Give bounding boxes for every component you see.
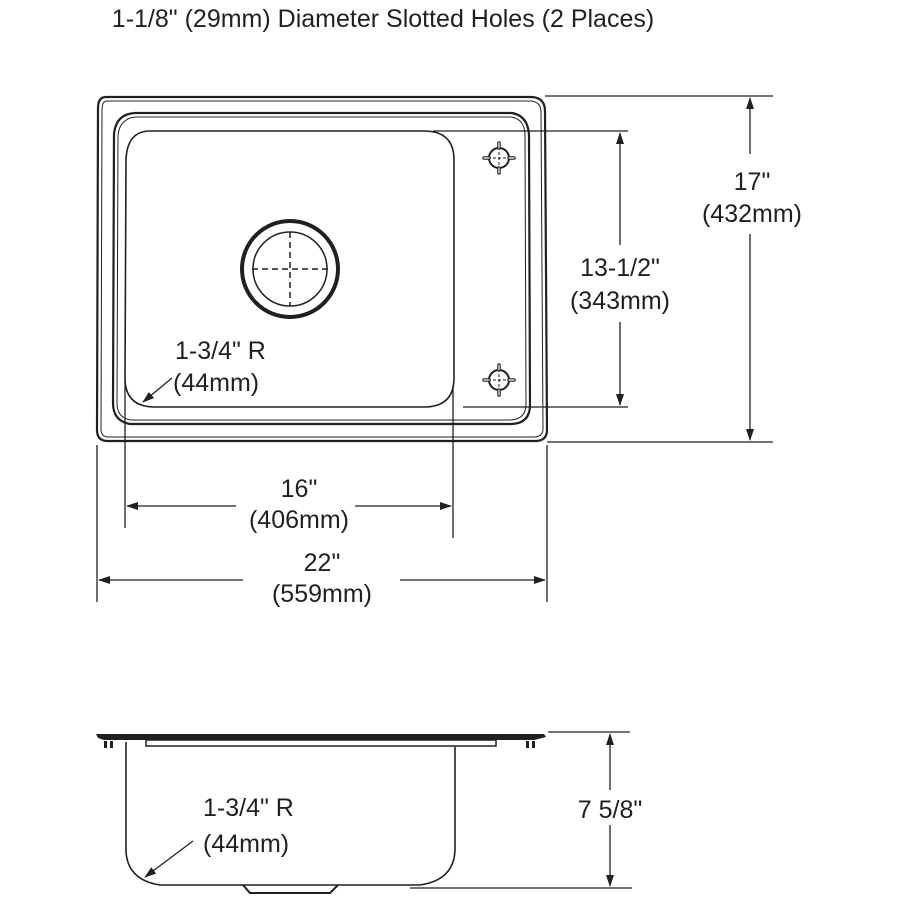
side-drain-icon xyxy=(242,884,339,894)
overall-width-imperial: 17" xyxy=(734,168,771,196)
side-bowl-profile xyxy=(125,742,456,886)
sink-bowl xyxy=(124,130,455,408)
faucet-hole-bottom-icon xyxy=(482,363,516,397)
overall-width-metric: (432mm) xyxy=(702,200,802,228)
bowl-length-metric: (406mm) xyxy=(249,506,349,534)
side-rim-flange xyxy=(96,734,546,740)
faucet-hole-top-icon xyxy=(482,141,516,175)
mounting-clip-left-icon xyxy=(104,741,113,748)
sink-deck-ring xyxy=(111,111,532,426)
depth-imperial: 7 5/8" xyxy=(578,796,642,824)
mounting-clip-right-icon xyxy=(526,741,535,748)
top-radius-label-line1: 1-3/4" R xyxy=(175,337,266,365)
bowl-width-imperial: 13-1/2" xyxy=(580,254,660,282)
side-radius-arrow-icon xyxy=(144,840,194,878)
drain-outlet-icon xyxy=(240,219,340,319)
overall-length-imperial: 22" xyxy=(304,549,341,577)
top-radius-label-line2: (44mm) xyxy=(173,369,259,397)
overall-length-metric: (559mm) xyxy=(272,580,372,608)
top-radius-arrow-icon xyxy=(142,377,173,403)
side-radius-label-line2: (44mm) xyxy=(203,830,289,858)
bowl-length-imperial: 16" xyxy=(281,475,318,503)
slotted-holes-note: 1-1/8" (29mm) Diameter Slotted Holes (2 … xyxy=(112,5,654,33)
side-radius-label-line1: 1-3/4" R xyxy=(203,794,294,822)
side-view: 1-3/4" R (44mm) 7 5/8" xyxy=(96,731,642,894)
bowl-width-metric: (343mm) xyxy=(570,287,670,315)
top-view: 1-3/4" R (44mm) 13-1/2" (343mm) 17" (432… xyxy=(95,95,802,608)
sink-outer-rim xyxy=(95,95,549,443)
